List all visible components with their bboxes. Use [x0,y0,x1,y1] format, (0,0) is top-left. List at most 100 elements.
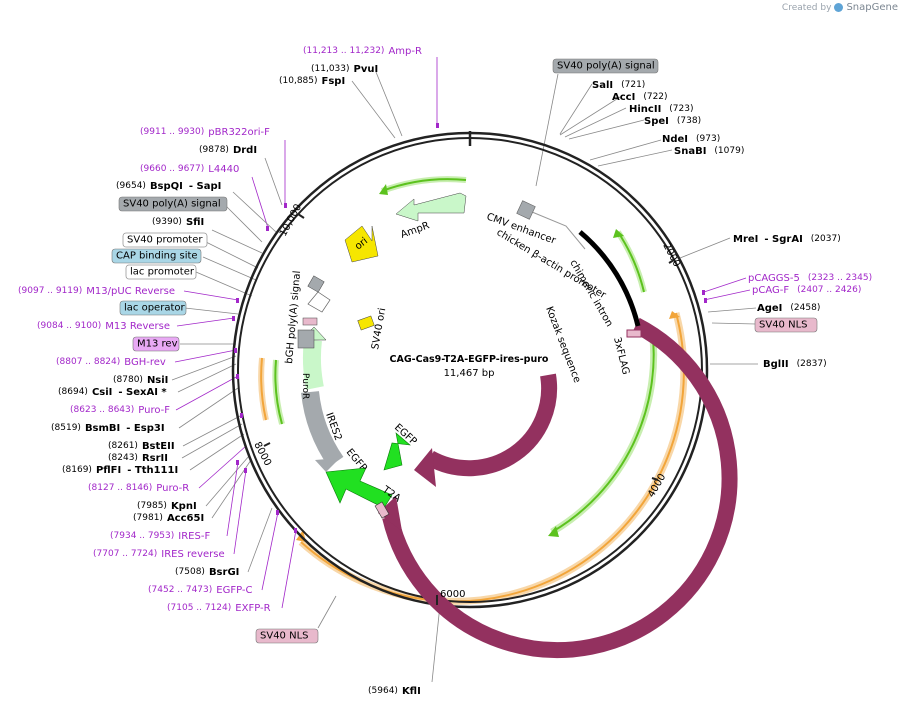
coord-kpni: (7985) [137,501,167,511]
primer-pcaggs5[interactable]: pCAGGS-5 [748,273,800,284]
primer-egfpc[interactable]: EGFP-C [216,585,252,596]
features [297,192,738,658]
site-acci[interactable]: AccI [612,92,635,103]
site-pflfi[interactable]: PflFI [96,465,121,476]
feature-box-sv40pa-top[interactable] [552,58,659,74]
svg-text:(9654)BspQI- SapI: (9654)BspQI- SapI [116,181,221,192]
coord-iresf: (7934 .. 7953) [110,531,174,541]
primer-bghrev[interactable]: BGH-rev [124,357,166,368]
svg-text:(7934 .. 7953)IRES-F: (7934 .. 7953) IRES-F [110,531,210,542]
svg-text:(8694)CsiI- SexAI *: (8694)CsiI- SexAI * [58,387,167,398]
site-csii[interactable]: CsiI [92,387,112,398]
coord-acc65i: (7981) [133,513,163,523]
svg-text:AccI(722): AccI (722) [612,92,668,103]
primer-pcagf[interactable]: pCAG-F [752,285,789,296]
site-nsii[interactable]: NsiI [147,375,168,386]
primer-m13puc[interactable]: M13/pUC Reverse [86,286,175,297]
coord-l4440: (9660 .. 9677) [140,164,204,174]
site-mrei[interactable]: MreI [733,234,758,245]
site-bsteii[interactable]: BstEII [142,441,175,452]
primer-l4440[interactable]: L4440 [208,164,239,175]
coord-egfpc: (7452 .. 7473) [148,585,212,595]
site-kfli[interactable]: KflI [402,686,421,697]
site-sapi[interactable]: SapI [197,181,222,192]
label-3xflag: 3xFLAG [611,336,631,376]
primer-iresf[interactable]: IRES-F [178,531,210,542]
coord-spei: (738) [677,116,701,126]
feature-box-sv40pa-left[interactable] [118,196,228,212]
feature-box-lacop[interactable] [119,300,187,316]
svg-text:(9911 .. 9930)pBR322ori-F: (9911 .. 9930)pBR322ori-F [140,127,270,138]
primer-amp-r[interactable]: Amp-R [388,46,422,57]
site-hincii[interactable]: HincII [629,104,661,115]
site-agei[interactable]: AgeI [757,303,782,314]
credit-prefix: Created by [781,2,832,13]
site-bsmbi[interactable]: BsmBI [85,423,120,434]
left-labels: (11,213 .. 11,232)Amp-R (11,033) PvuI (10… [18,46,422,697]
site-rsrii[interactable]: RsrII [142,453,168,464]
svg-text:(8519)BsmBI- Esp3I: (8519)BsmBI- Esp3I [51,423,165,434]
site-sexai[interactable]: SexAI * [126,387,167,398]
svg-text:(9097 .. 9119)M13/pUC Reverse: (9097 .. 9119)M13/pUC Reverse [18,286,175,297]
site-kpni[interactable]: KpnI [171,501,197,512]
label-ampr: AmpR [399,220,431,241]
coord-fspi: (10,885) [279,76,318,86]
site-bglii[interactable]: BglII [763,359,789,370]
feature-box-lacprom[interactable] [125,264,197,280]
coord-agei: (2458) [790,303,820,313]
site-ndei[interactable]: NdeI [662,134,688,145]
site-bsrgi[interactable]: BsrGI [209,567,239,578]
svg-text:(8623 .. 8643)Puro-F: (8623 .. 8643)Puro-F [70,405,170,416]
site-tth111i[interactable]: Tth111I [135,465,178,476]
label-bgh: bGH poly(A) signal [284,270,303,364]
coord-csii: (8694) [58,387,88,397]
coord-rsrii: (8243) [108,453,138,463]
coord-bglii: (2837) [797,359,827,369]
site-sfii[interactable]: SfiI [186,217,204,228]
primer-pbr322[interactable]: pBR322ori-F [208,127,270,138]
site-sgrai[interactable]: SgrAI [772,234,803,245]
tick-10000: 10,000 [278,202,304,238]
label-kozak: Kozak sequence [543,305,582,384]
coord-pvui: (11,033) [311,64,350,74]
site-sali[interactable]: SalI [592,80,613,91]
site-spei[interactable]: SpeI [644,116,669,127]
coord-bsrgi: (7508) [175,567,205,577]
coord-puror: (8127 .. 8146) [88,483,152,493]
site-pvui[interactable]: PvuI [354,64,379,75]
coord-iresrev: (7707 .. 7724) [93,549,157,559]
label-m13rev: M13 rev [137,339,178,350]
primer-iresrev[interactable]: IRES reverse [161,549,224,560]
svg-text:(11,213 .. 11,232)Amp-R: (11,213 .. 11,232)Amp-R [303,46,422,57]
svg-text:NdeI(973): NdeI(973) [662,134,720,145]
label-sv40prom: SV40 promoter [127,235,203,246]
right-labels: SV40 poly(A) signal SalI(721) AccI(722) … [552,58,872,370]
label-sv40nls-right: SV40 NLS [759,320,808,331]
svg-text:SpeI(738): SpeI (738) [644,116,701,127]
primer-purof[interactable]: Puro-F [138,405,170,416]
coord-acci: (722) [643,92,667,102]
feature-box-sv40nls-right[interactable] [754,317,818,333]
feature-box-sv40nls-bottom[interactable] [255,628,319,644]
coord-nsii: (8780) [113,375,143,385]
svg-text:pCAG-F(2407 .. 2426): pCAG-F (2407 .. 2426) [752,285,861,296]
feature-box-m13rev[interactable] [132,336,180,352]
site-snabi[interactable]: SnaBI [674,146,706,157]
coord-hincii: (723) [669,104,693,114]
primer-puror[interactable]: Puro-R [156,483,189,494]
leader-lines [171,57,758,683]
site-bspqi[interactable]: BspQI [150,181,183,192]
site-acc65i[interactable]: Acc65I [167,513,204,524]
feature-box-sv40prom[interactable] [122,232,208,248]
coord-pcagf: (2407 .. 2426) [797,285,861,295]
svg-text:(9084 .. 9100)M13 Reverse: (9084 .. 9100)M13 Reverse [37,321,170,332]
map-length: 11,467 bp [444,368,495,379]
svg-text:MreI- SgrAI(2037): MreI- SgrAI(2037) [733,234,841,245]
svg-text:HincII(723): HincII (723) [629,104,694,115]
primer-m13rev-f[interactable]: M13 Reverse [105,321,170,332]
primer-exfpr[interactable]: EXFP-R [235,603,270,614]
site-drdi[interactable]: DrdI [233,145,257,156]
site-esp3i[interactable]: Esp3I [134,423,165,434]
feature-box-cap[interactable] [111,248,202,264]
site-fspi[interactable]: FspI [322,76,346,87]
